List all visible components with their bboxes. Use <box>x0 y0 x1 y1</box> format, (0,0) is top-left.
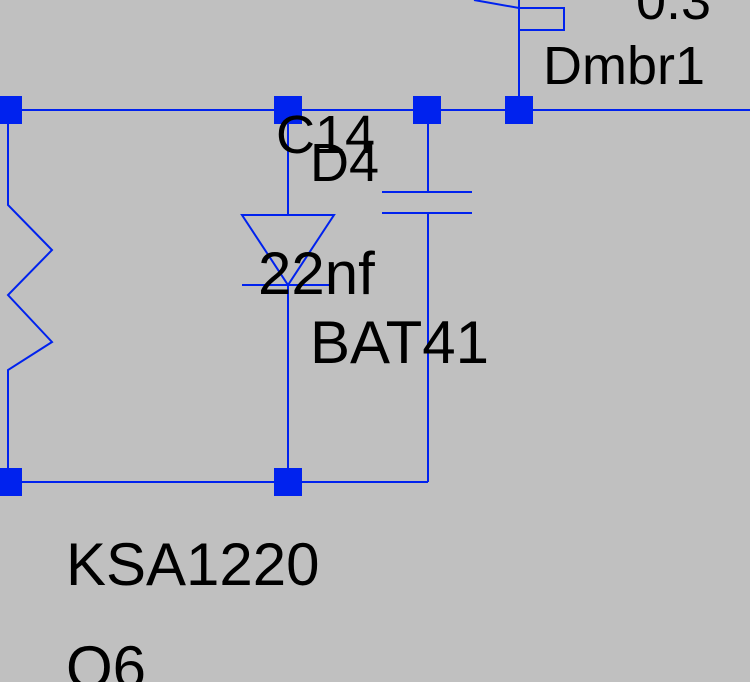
dmbr1-label: Dmbr1 <box>543 36 706 96</box>
resistor-symbol[interactable] <box>6 110 54 482</box>
diode-symbol[interactable] <box>240 214 336 287</box>
c14-label: C14 <box>276 105 376 165</box>
top-value-label: 0.3 <box>636 0 712 31</box>
junction-node[interactable] <box>0 468 22 496</box>
dmbr1-symbol-fragment <box>473 0 565 31</box>
d4-label: D4 <box>310 133 380 193</box>
junction-node[interactable] <box>274 468 302 496</box>
transistor-ref-label: Q6 <box>66 634 147 682</box>
junction-node[interactable] <box>274 96 302 124</box>
diode-value-label: BAT41 <box>310 309 489 376</box>
junction-node[interactable] <box>505 96 533 124</box>
capacitor-value-label: 22nf <box>258 240 375 307</box>
junction-node[interactable] <box>413 96 441 124</box>
transistor-value-label: KSA1220 <box>66 531 320 598</box>
junction-node[interactable] <box>0 96 22 124</box>
